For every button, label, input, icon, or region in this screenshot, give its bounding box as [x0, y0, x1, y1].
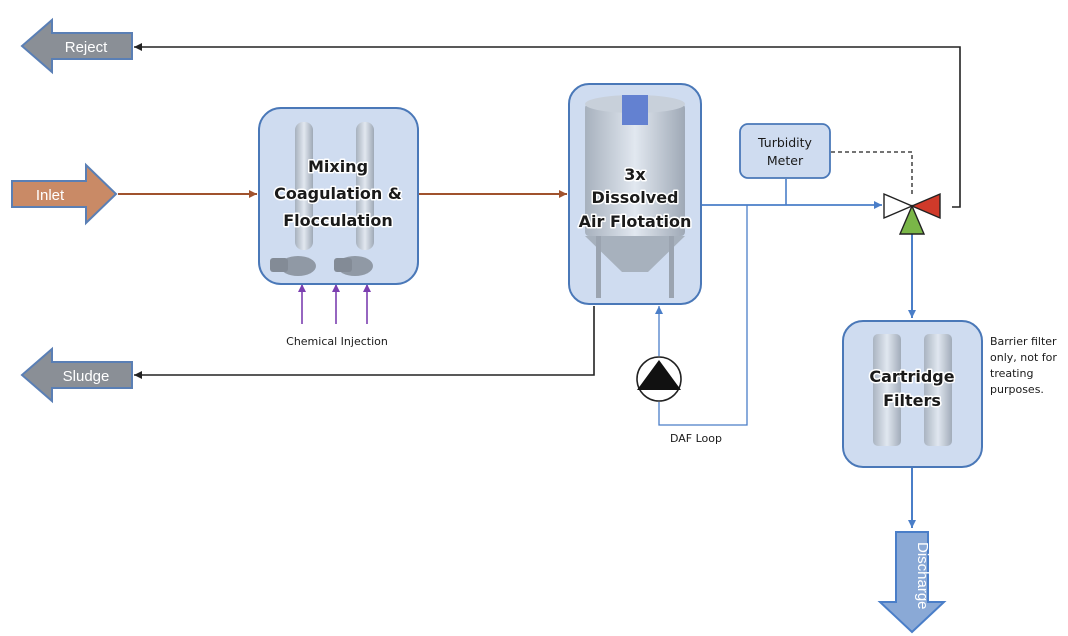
mixing-label-line2: Coagulation &	[274, 184, 402, 203]
valve-reject-port	[910, 192, 941, 220]
discharge-arrow: Discharge	[877, 531, 947, 634]
sludge-line	[134, 306, 595, 379]
note-line1: Barrier filter	[990, 335, 1057, 348]
reject-arrow: Reject	[20, 17, 133, 75]
turbidity-label-line2: Meter	[767, 153, 804, 168]
filter-housings-graphic	[873, 334, 952, 446]
note-line4: purposes.	[990, 383, 1044, 396]
mixing-label-line3: Flocculation	[283, 211, 393, 230]
mixer-columns-graphic	[270, 122, 374, 276]
mixing-coagulation-unit: Mixing Coagulation & Flocculation	[258, 107, 419, 285]
chemical-injection-arrows	[298, 284, 371, 324]
reject-label: Reject	[65, 39, 108, 56]
mixing-label-line1: Mixing	[308, 157, 368, 176]
sludge-arrow: Sludge	[20, 346, 133, 404]
three-way-valve	[883, 192, 941, 235]
sludge-label: Sludge	[63, 368, 110, 385]
inlet-label: Inlet	[36, 187, 65, 204]
reject-return-line	[134, 43, 961, 208]
turbidity-signal-line	[831, 151, 913, 196]
daf-label-line1: 3x	[624, 165, 646, 184]
valve-inlet-port	[883, 192, 914, 220]
daf-label-line3: Air Flotation	[579, 212, 692, 231]
daf-loop-return-line	[658, 205, 748, 426]
barrier-filter-note: Barrier filter only, not for treating pu…	[990, 335, 1057, 396]
discharge-label: Discharge	[914, 542, 931, 610]
turbidity-label-line1: Turbidity	[757, 135, 813, 150]
cartridge-label-line1: Cartridge	[869, 367, 954, 386]
cartridge-label-line2: Filters	[883, 391, 941, 410]
daf-loop-label: DAF Loop	[670, 432, 722, 445]
daf-label-line2: Dissolved	[591, 188, 678, 207]
note-line3: treating	[990, 367, 1033, 380]
inlet-arrow: Inlet	[11, 162, 118, 226]
note-line2: only, not for	[990, 351, 1057, 364]
daf-loop-pump	[636, 356, 682, 402]
cartridge-filters-unit: Cartridge Filters	[842, 320, 983, 468]
turbidity-meter: Turbidity Meter	[739, 123, 831, 179]
dissolved-air-flotation-unit: 3x Dissolved Air Flotation	[568, 83, 702, 305]
chemical-injection-label: Chemical Injection	[286, 335, 388, 348]
valve-product-port	[898, 204, 926, 235]
daf-tank-graphic	[585, 95, 685, 298]
